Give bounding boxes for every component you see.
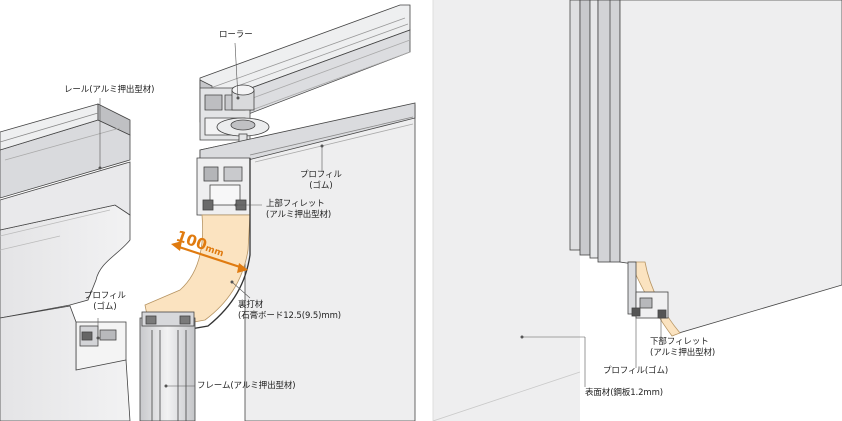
center-panel-section bbox=[139, 102, 416, 421]
label-profile-bottom: プロフィル(ゴム) bbox=[603, 366, 669, 376]
label-top-fillet-main: 上部フィレット bbox=[266, 199, 325, 209]
label-bottom-fillet-main: 下部フィレット bbox=[650, 337, 709, 347]
label-frame: フレーム(アルミ押出型材) bbox=[197, 381, 296, 391]
label-roller: ローラー bbox=[219, 30, 253, 40]
label-backing: 裏打材 (石膏ボード12.5(9.5)mm) bbox=[238, 300, 341, 322]
label-backing-sub: (石膏ボード12.5(9.5)mm) bbox=[238, 311, 341, 321]
dimension-arrow bbox=[171, 241, 248, 273]
label-bottom-fillet: 下部フィレット (アルミ押出型材) bbox=[650, 337, 715, 359]
label-profile-top: プロフィル (ゴム) bbox=[300, 170, 342, 192]
leader-lines bbox=[96, 42, 663, 388]
label-profile-top-main: プロフィル bbox=[300, 170, 342, 180]
label-profile-top-sub: (ゴム) bbox=[309, 181, 333, 191]
left-panel bbox=[0, 103, 131, 421]
label-profile-left-main: プロフィル bbox=[84, 291, 126, 301]
label-rail: レール(アルミ押出型材) bbox=[64, 85, 155, 95]
label-profile-left: プロフィル (ゴム) bbox=[84, 291, 126, 313]
label-top-fillet: 上部フィレット (アルミ押出型材) bbox=[266, 199, 331, 221]
label-top-fillet-sub: (アルミ押出型材) bbox=[266, 210, 332, 220]
label-bottom-fillet-sub: (アルミ押出型材) bbox=[650, 348, 716, 358]
label-surface: 表面材(鋼板1.2mm) bbox=[585, 388, 664, 398]
label-profile-left-sub: (ゴム) bbox=[93, 302, 117, 312]
right-panel bbox=[432, 0, 842, 421]
label-backing-main: 裏打材 bbox=[238, 300, 264, 310]
